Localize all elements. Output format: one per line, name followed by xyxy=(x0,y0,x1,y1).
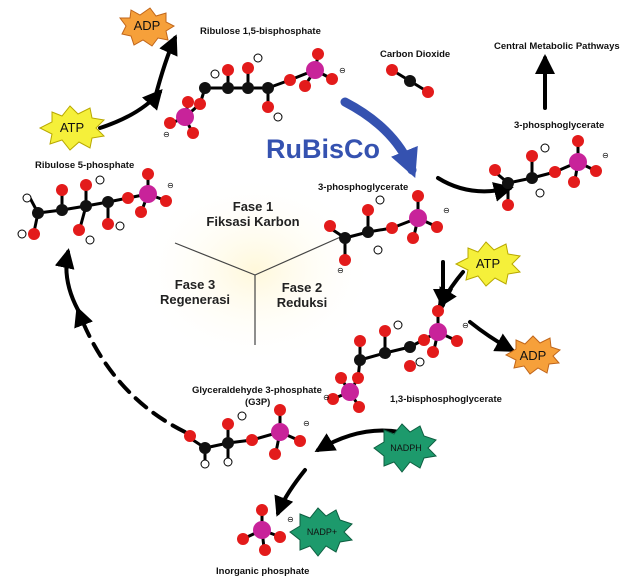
adp-top-label: ADP xyxy=(134,18,161,33)
charge: ⊖ xyxy=(602,151,609,160)
charge: ⊖ xyxy=(462,321,469,330)
atp-left-label: ATP xyxy=(60,120,84,135)
molecule-pga-mid: ⊖ ⊖ xyxy=(324,190,450,275)
badge-atp-right: ATP xyxy=(454,241,522,287)
label-g3p-line1: Glyceraldehyde 3-phosphate xyxy=(192,385,322,396)
center-glow xyxy=(135,175,375,365)
molecule-ru5p: ⊖ xyxy=(17,168,174,245)
label-pga-top: 3-phosphoglycerate xyxy=(514,120,604,131)
badge-nadp: NADP+ xyxy=(289,507,354,557)
badge-adp-top: ADP xyxy=(119,7,176,47)
phase2-title: Fase 2 xyxy=(282,280,322,295)
molecule-bpg: ⊖ ⊖ xyxy=(323,305,469,413)
charge: ⊖ xyxy=(339,66,346,75)
molecule-co2 xyxy=(386,64,434,98)
label-pga-mid: 3-phosphoglycerate xyxy=(318,182,408,193)
phase-dividers xyxy=(174,234,346,345)
phase3-name: Regenerasi xyxy=(160,292,230,307)
molecule-rubp: ⊖ ⊖ xyxy=(163,48,346,139)
badge-atp-left: ATP xyxy=(38,105,106,151)
charge: ⊖ xyxy=(163,130,170,139)
charge: ⊖ xyxy=(303,419,310,428)
molecule-g3p: ⊖ xyxy=(184,404,310,469)
nadph-label: NADPH xyxy=(390,443,422,453)
phase1-title: Fase 1 xyxy=(233,199,273,214)
label-bpg: 1,3-bisphosphoglycerate xyxy=(390,394,502,405)
charge: ⊖ xyxy=(323,393,330,402)
nadp-label: NADP+ xyxy=(307,527,337,537)
badge-nadph: NADPH xyxy=(373,423,438,473)
atp-right-label: ATP xyxy=(476,256,500,271)
label-pi: Inorganic phosphate xyxy=(216,566,309,577)
label-rubp: Ribulose 1,5-bisphosphate xyxy=(200,26,321,37)
label-co2: Carbon Dioxide xyxy=(380,49,450,60)
adp-right-label: ADP xyxy=(520,348,547,363)
rubisco-arrow xyxy=(340,97,418,179)
charge: ⊖ xyxy=(443,206,450,215)
label-g3p-line2: (G3P) xyxy=(245,397,270,408)
phase3-title: Fase 3 xyxy=(175,277,215,292)
cycle-arrows xyxy=(54,34,555,517)
molecule-pi: ⊖ xyxy=(237,504,294,556)
badge-adp-right: ADP xyxy=(504,335,561,375)
charge: ⊖ xyxy=(287,515,294,524)
charge: ⊖ xyxy=(167,181,174,190)
molecule-pga-top: ⊖ xyxy=(489,135,609,211)
charge: ⊖ xyxy=(337,266,344,275)
phase2-name: Reduksi xyxy=(277,295,328,310)
rubisco-label: RuBisCo xyxy=(266,134,380,164)
label-ru5p: Ribulose 5-phosphate xyxy=(35,160,134,171)
label-central-pathways: Central Metabolic Pathways xyxy=(494,41,620,52)
phase1-name: Fiksasi Karbon xyxy=(206,214,299,229)
